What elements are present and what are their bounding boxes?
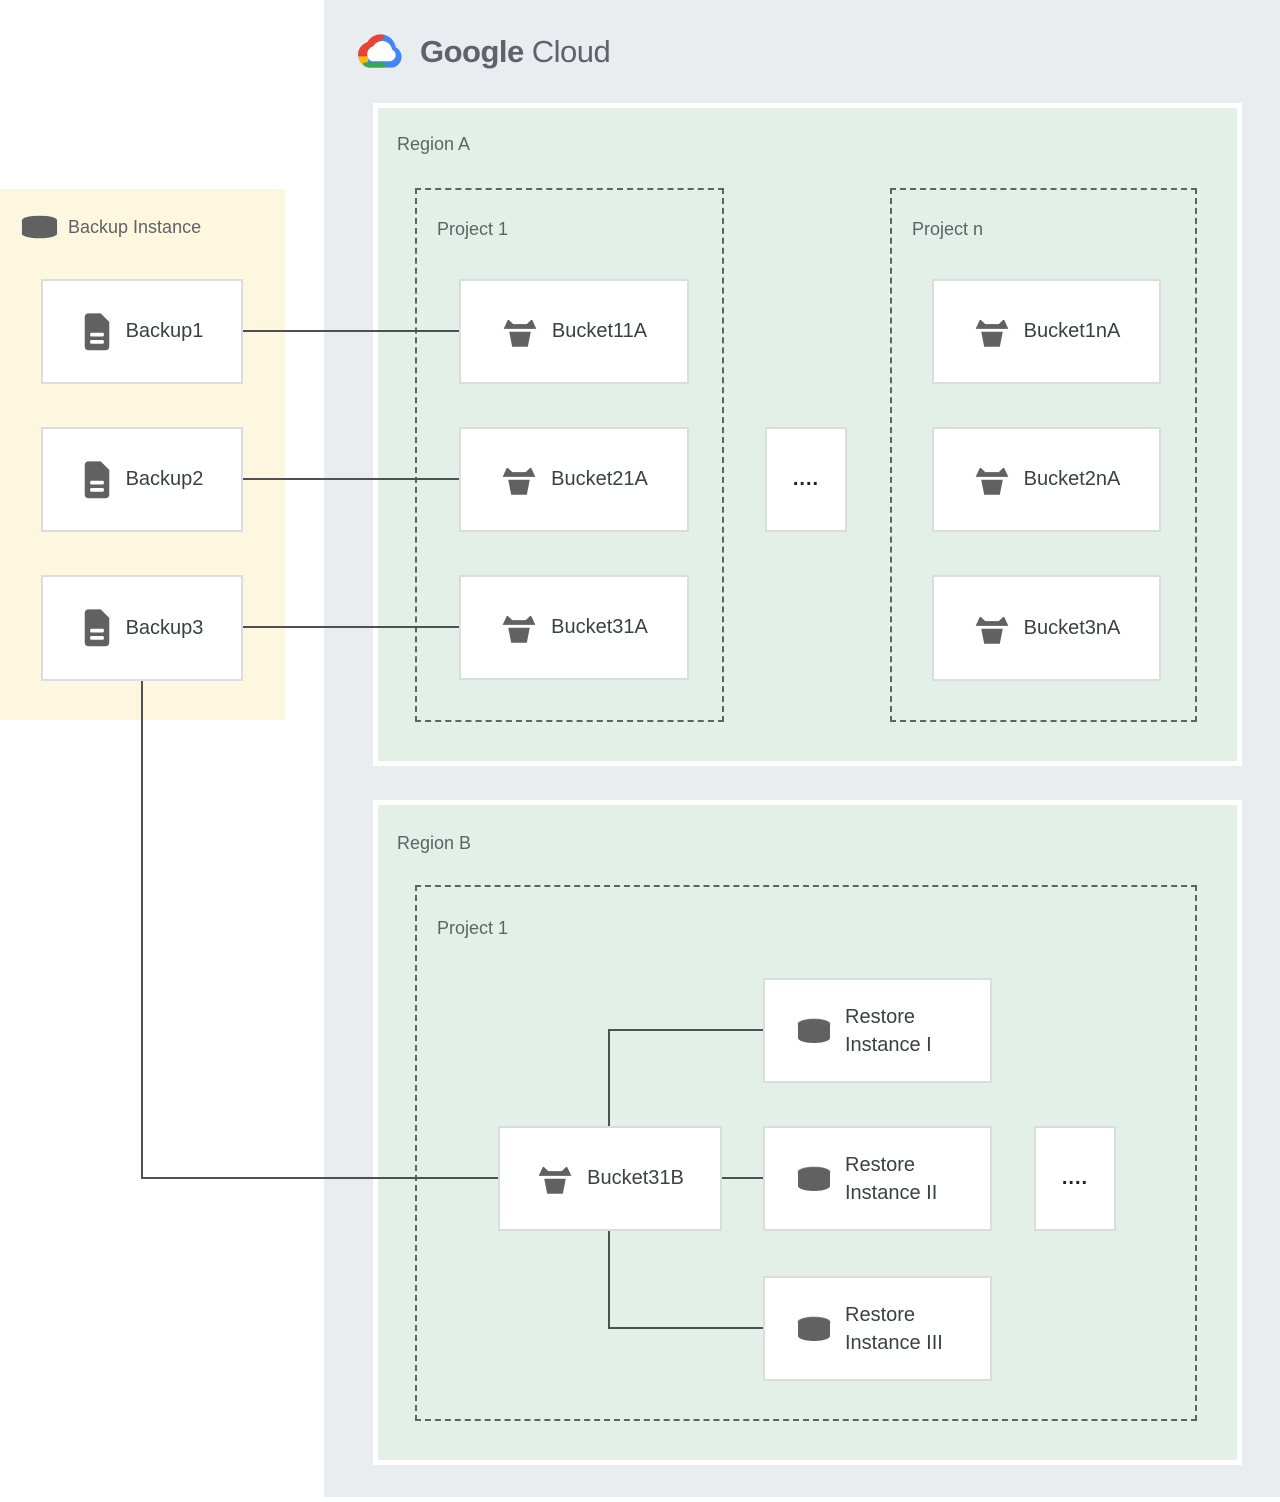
bucket31a-label: Bucket31A xyxy=(551,616,648,638)
connector-bucket31b-down-vertical xyxy=(608,1231,610,1329)
google-cloud-icon xyxy=(358,34,402,68)
region-b-label: Region B xyxy=(397,833,472,853)
connector-backup3-bucket31a xyxy=(243,626,459,628)
restore-instance-2-node: Restore Instance II xyxy=(763,1126,992,1231)
region-a-ellipsis-node: .... xyxy=(765,427,847,532)
database-cylinder-icon xyxy=(21,215,58,239)
database-cylinder-icon xyxy=(797,1018,831,1043)
region-a-project-n-box xyxy=(890,188,1197,722)
region-b-project-1-label: Project 1 xyxy=(437,918,509,938)
region-a-project-1-label: Project 1 xyxy=(437,219,509,239)
connector-backup3-bucket31b-horizontal xyxy=(141,1177,498,1179)
region-a-project-1-box xyxy=(415,188,724,722)
region-a-ellipsis-label: .... xyxy=(792,468,820,490)
logo-brand-text: Google xyxy=(420,34,524,69)
storage-bucket-icon xyxy=(502,467,536,495)
storage-bucket-icon xyxy=(502,615,536,643)
bucket3na-node: Bucket3nA xyxy=(932,575,1161,681)
backup2-node: Backup2 xyxy=(41,427,243,532)
database-cylinder-icon xyxy=(797,1166,831,1191)
bucket2na-label: Bucket2nA xyxy=(1023,468,1121,490)
connector-bucket31b-restore3 xyxy=(608,1327,763,1329)
connector-bucket31b-up-vertical xyxy=(608,1029,610,1126)
bucket1na-label: Bucket1nA xyxy=(1023,320,1121,342)
bucket21a-node: Bucket21A xyxy=(459,427,689,532)
connector-backup3-down-vertical xyxy=(141,681,143,1179)
region-b-project-1-box xyxy=(415,885,1197,1421)
bucket31b-label: Bucket31B xyxy=(587,1167,684,1189)
region-a-label: Region A xyxy=(397,134,471,154)
connector-bucket31b-restore1 xyxy=(608,1029,763,1031)
connector-backup2-bucket21a xyxy=(243,478,459,480)
backup3-label: Backup3 xyxy=(125,616,204,639)
document-icon xyxy=(84,312,109,350)
backup-instance-title: Backup Instance xyxy=(68,216,202,237)
document-icon xyxy=(84,609,109,647)
backup3-node: Backup3 xyxy=(41,575,243,681)
restore-instance-1-node: Restore Instance I xyxy=(763,978,992,1083)
backup2-label: Backup2 xyxy=(125,468,204,490)
storage-bucket-icon xyxy=(503,319,537,347)
database-cylinder-icon xyxy=(797,1316,831,1341)
bucket11a-node: Bucket11A xyxy=(459,279,689,384)
connector-bucket31b-restore2 xyxy=(722,1177,763,1179)
bucket3na-label: Bucket3nA xyxy=(1023,616,1121,639)
region-a-project-n-label: Project n xyxy=(912,219,984,239)
connector-backup1-bucket11a xyxy=(243,330,459,332)
backup-instance-header: Backup Instance xyxy=(20,215,201,239)
storage-bucket-icon xyxy=(975,467,1008,495)
bucket31a-node: Bucket31A xyxy=(459,575,689,680)
storage-bucket-icon xyxy=(975,319,1008,347)
backup1-label: Backup1 xyxy=(125,320,204,342)
bucket2na-node: Bucket2nA xyxy=(932,427,1161,532)
region-b-ellipsis-label: .... xyxy=(1061,1167,1089,1189)
document-icon xyxy=(84,460,109,498)
restore-instance-2-label: Restore Instance II xyxy=(845,1153,938,1204)
bucket21a-label: Bucket21A xyxy=(551,468,648,490)
bucket1na-node: Bucket1nA xyxy=(932,279,1161,384)
restore-instance-3-node: Restore Instance III xyxy=(763,1276,992,1381)
region-b-ellipsis-node: .... xyxy=(1034,1126,1116,1231)
bucket31b-node: Bucket31B xyxy=(498,1126,722,1231)
restore-instance-3-label: Restore Instance III xyxy=(845,1303,943,1354)
backup1-node: Backup1 xyxy=(41,279,243,384)
storage-bucket-icon xyxy=(975,616,1008,644)
logo-product-text: Cloud xyxy=(531,34,611,69)
bucket11a-label: Bucket11A xyxy=(551,320,648,342)
storage-bucket-icon xyxy=(538,1166,572,1194)
restore-instance-1-label: Restore Instance I xyxy=(845,1005,932,1056)
